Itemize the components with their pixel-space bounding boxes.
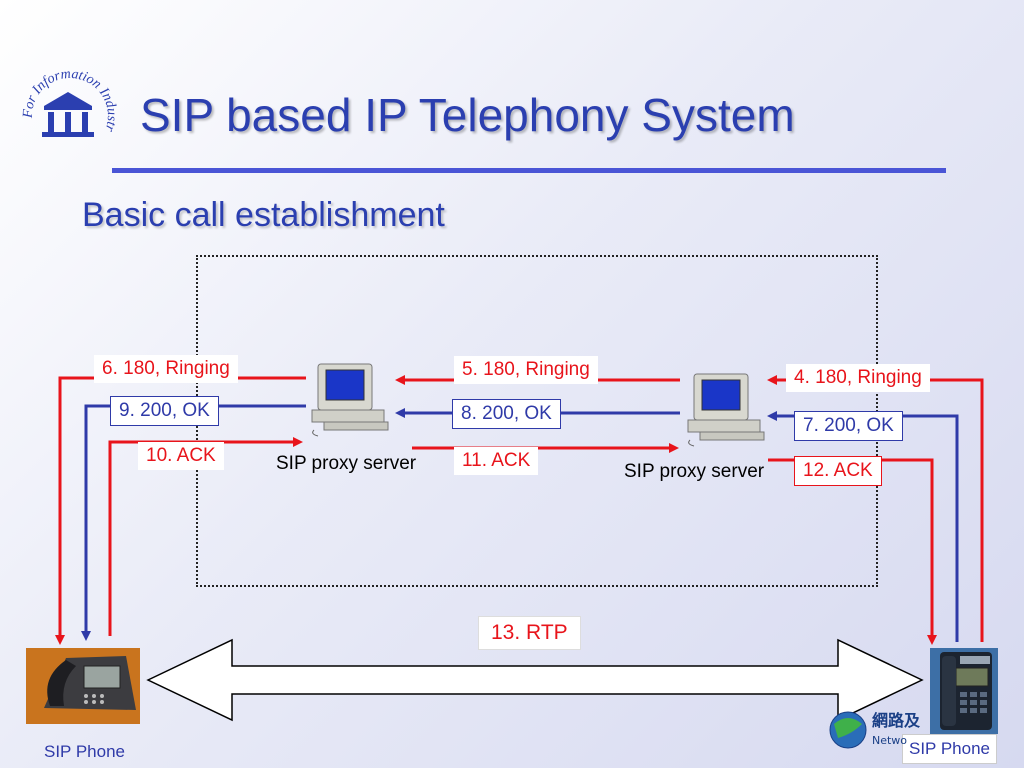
institute-logo: For Information Industry Institute [18,58,118,137]
proxy-server-left-icon [311,363,389,437]
phone-left-label: SIP Phone [44,742,125,761]
phone-right-label: SIP Phone [902,734,997,764]
msg-11-ack: 11. ACK [454,447,539,475]
proxy-right-label: SIP proxy server [624,461,765,482]
sip-phone-left-icon [26,648,140,724]
rtp-double-arrow [146,638,924,722]
sip-phone-right-icon [930,648,998,734]
slide-title: SIP based IP Telephony System [140,89,795,141]
msg-6-ringing: 6. 180, Ringing [94,355,238,383]
ack-line-12 [768,458,937,645]
slide-subtitle: Basic call establishment [82,196,445,234]
msg-10-ack: 10. ACK [138,442,224,470]
msg-9-ok: 9. 200, OK [110,396,219,426]
msg-8-ok: 8. 200, OK [452,399,561,429]
msg-5-ringing: 5. 180, Ringing [454,356,598,384]
msg-7-ok: 7. 200, OK [794,411,903,441]
msg-13-rtp: 13. RTP [478,616,581,650]
ok-line-9 [81,404,306,641]
title-rule [112,168,946,173]
ack-line-10 [108,437,303,636]
msg-4-ringing: 4. 180, Ringing [786,364,930,392]
proxy-left-label: SIP proxy server [276,453,417,474]
ok-line-7 [767,411,959,642]
proxy-server-right-icon [687,373,765,447]
msg-12-ack: 12. ACK [794,456,882,486]
